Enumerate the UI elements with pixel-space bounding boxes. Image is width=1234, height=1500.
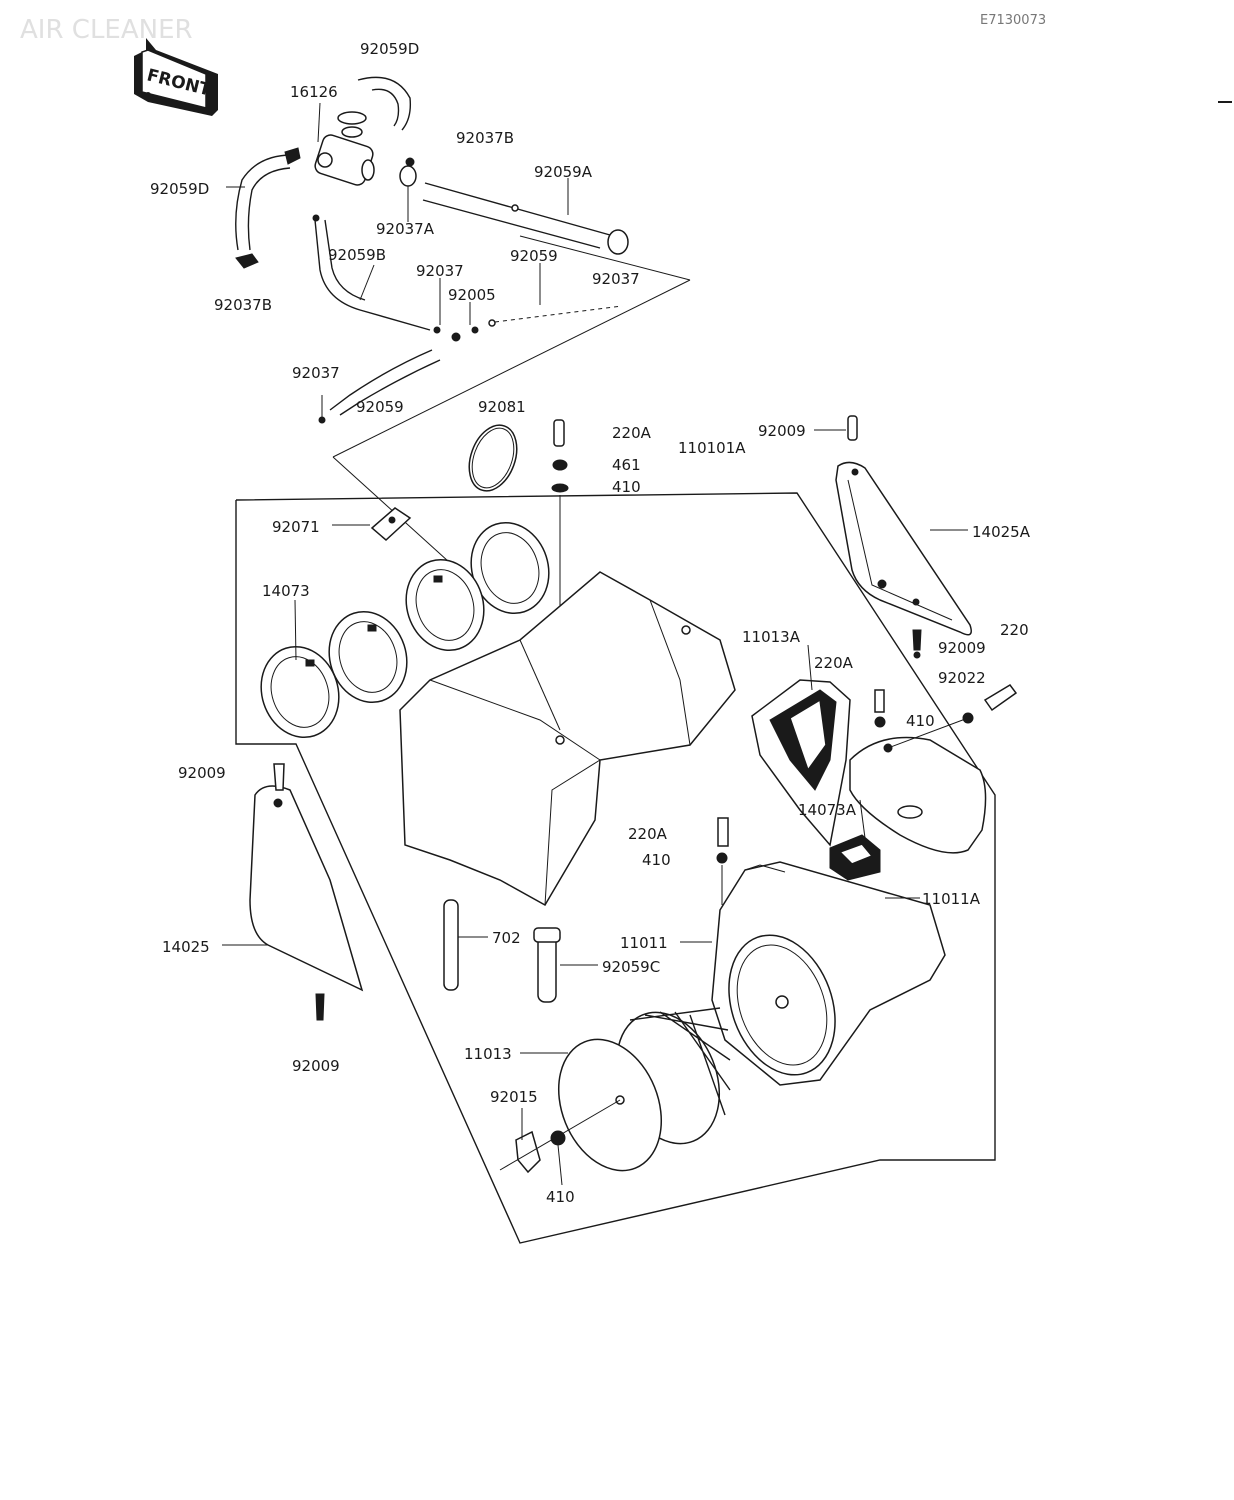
- label-14073A: 14073A: [798, 801, 857, 819]
- bolt-220A-mid: [874, 689, 885, 713]
- screw-220: [912, 629, 922, 651]
- diagram-title: AIR CLEANER: [20, 15, 193, 45]
- connector-14073A: [829, 834, 881, 881]
- label-14025: 14025: [162, 938, 210, 956]
- label-14073: 14073: [262, 582, 310, 600]
- label-16126: 16126: [290, 83, 338, 101]
- label-11013A: 11013A: [742, 628, 801, 646]
- label-220: 220: [1000, 621, 1029, 639]
- label-92059C: 92059C: [602, 958, 660, 976]
- screw-92009-bottom: [315, 993, 325, 1021]
- label-410-mid: 410: [642, 851, 671, 869]
- label-92009-bottom: 92009: [292, 1057, 340, 1075]
- label-220A-low: 220A: [628, 825, 668, 843]
- label-92071: 92071: [272, 518, 320, 536]
- front-direction-tag: FRONT: [134, 38, 218, 116]
- housing-cap-11013A: [751, 679, 851, 847]
- filter-element-11013: [557, 1007, 731, 1172]
- bolt-92009-top: [847, 415, 858, 441]
- bolt-220A-low: [717, 817, 729, 847]
- label-92009-left: 92009: [178, 764, 226, 782]
- label-92059D-top: 92059D: [360, 40, 419, 58]
- label-110101A: 110101A: [678, 439, 746, 457]
- drain-parts: [443, 899, 561, 1003]
- label-92037-c: 92037: [292, 364, 340, 382]
- outer-cover-11011A: [849, 717, 987, 854]
- label-410-right: 410: [906, 712, 935, 730]
- label-410-top: 410: [612, 478, 641, 496]
- part-labels: 92059D 16126 92037B 92059A 92059D 92037A…: [150, 40, 1031, 1206]
- label-92037-a: 92037: [416, 262, 464, 280]
- air-cleaner-group-outline: [235, 492, 996, 1244]
- label-220A-top: 220A: [612, 424, 652, 442]
- side-cover-left: [249, 763, 364, 992]
- label-92022: 92022: [938, 669, 986, 687]
- bracket-92015: [515, 1130, 541, 1174]
- reference-code: E7130073: [980, 13, 1046, 28]
- intake-ducts-left: [260, 521, 550, 739]
- label-92015: 92015: [490, 1088, 538, 1106]
- label-92059A: 92059A: [534, 163, 593, 181]
- label-11013: 11013: [464, 1045, 512, 1063]
- label-92037A: 92037A: [376, 220, 435, 238]
- o-ring: [468, 424, 518, 492]
- label-92059B: 92059B: [328, 246, 386, 264]
- breather-hose-assembly: [235, 76, 691, 591]
- label-92037B-top: 92037B: [456, 129, 514, 147]
- label-461: 461: [612, 456, 641, 474]
- air-box-housing: [399, 571, 736, 907]
- label-92081: 92081: [478, 398, 526, 416]
- bolt-92022: [983, 684, 1018, 712]
- label-702: 702: [492, 929, 521, 947]
- label-11011A: 11011A: [922, 890, 981, 908]
- label-92059D-left: 92059D: [150, 180, 209, 198]
- hose-clamp: [370, 507, 412, 542]
- label-92005: 92005: [448, 286, 496, 304]
- leader-lines: [222, 102, 968, 1140]
- label-92037-b: 92037: [592, 270, 640, 288]
- filter-case-11011: [711, 861, 946, 1086]
- label-92037B-left: 92037B: [214, 296, 272, 314]
- label-11011: 11011: [620, 934, 668, 952]
- side-cover-right: [835, 461, 972, 636]
- label-14025A: 14025A: [972, 523, 1031, 541]
- label-92009-right: 92009: [938, 639, 986, 657]
- label-410-bottom: 410: [546, 1188, 575, 1206]
- label-92009-top: 92009: [758, 422, 806, 440]
- label-92059-b: 92059: [356, 398, 404, 416]
- label-92059-a: 92059: [510, 247, 558, 265]
- label-220A-mid: 220A: [814, 654, 854, 672]
